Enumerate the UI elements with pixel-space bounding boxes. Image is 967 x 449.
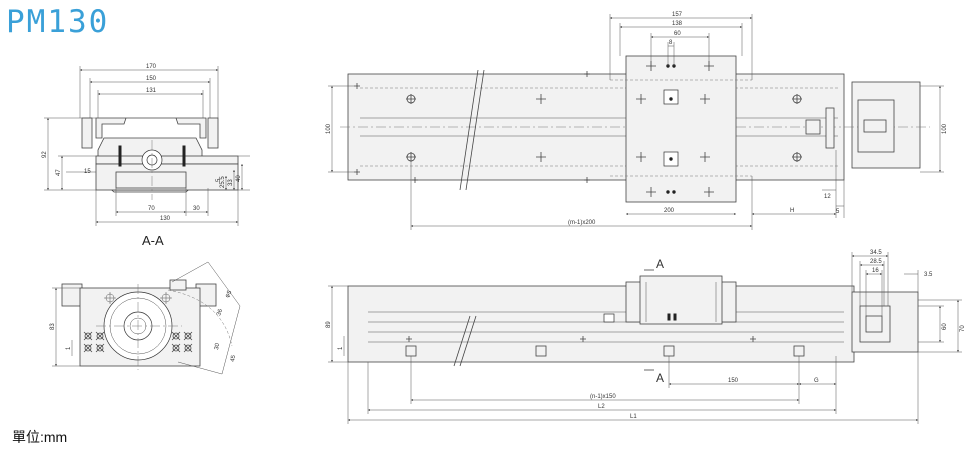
dim-33: 33	[228, 179, 234, 186]
dim-g: G	[814, 378, 819, 384]
page-title: PM130	[6, 4, 110, 40]
dim-36: 36	[216, 308, 224, 317]
dim-phi5: φ5	[225, 289, 234, 299]
end-view: 83 1 φ5 36 30 45	[50, 261, 241, 375]
dim-45: 45	[230, 354, 237, 362]
dim-25-5: 25.5	[220, 176, 226, 188]
dim-34-5: 34.5	[870, 250, 882, 256]
dim-157: 157	[672, 12, 683, 18]
section-label: A-A	[142, 233, 164, 248]
dim-15: 15	[84, 169, 91, 175]
dim-30: 30	[193, 206, 200, 212]
dim-5-top: 5	[836, 209, 840, 215]
dim-200: 200	[664, 208, 675, 214]
dim-89: 89	[326, 321, 332, 328]
dim-1-side: 1	[338, 346, 344, 350]
dim-150: 150	[728, 378, 739, 384]
dim-16: 16	[872, 268, 879, 274]
dim-92: 92	[42, 151, 48, 158]
dim-1: 1	[66, 346, 72, 350]
dim-12: 12	[824, 194, 831, 200]
units-label: 單位:mm	[12, 429, 68, 445]
dim-170: 170	[146, 64, 157, 70]
section-mark-a-bottom: A	[656, 371, 664, 385]
dim-70: 70	[148, 206, 155, 212]
section-mark-a-top: A	[656, 257, 664, 271]
side-view: A A 34.5	[326, 250, 966, 424]
dim-150: 150	[146, 76, 157, 82]
dim-n-1-x150: (n-1)x150	[590, 394, 616, 400]
dim-h: H	[790, 208, 794, 214]
dim-70-side: 70	[960, 325, 966, 332]
dim-131: 131	[146, 88, 157, 94]
section-view-a-a: 170 150 131 92 47 15 25.5 33 40 5 70 30 …	[42, 64, 250, 226]
dim-100-right: 100	[942, 123, 948, 134]
dim-m-1-x200: (m-1)x200	[568, 220, 596, 226]
dim-138: 138	[672, 21, 683, 27]
dim-83: 83	[50, 323, 56, 330]
dim-130: 130	[160, 216, 171, 222]
dim-40: 40	[236, 175, 242, 182]
dim-8: 8	[669, 40, 673, 46]
dim-l2: L2	[598, 404, 605, 410]
dim-5: 5	[216, 178, 222, 182]
dim-60-side: 60	[942, 323, 948, 330]
dim-28-5: 28.5	[870, 259, 882, 265]
dim-100-left: 100	[326, 123, 332, 134]
dim-60-top: 60	[674, 31, 681, 37]
top-view: 157 138 60 8 100 100 12 5 200 H (m-1)x20…	[326, 12, 948, 230]
dim-l1: L1	[630, 414, 637, 420]
dim-47: 47	[56, 169, 62, 176]
dim-3-5: 3.5	[924, 272, 933, 278]
dim-30-end: 30	[214, 342, 221, 350]
